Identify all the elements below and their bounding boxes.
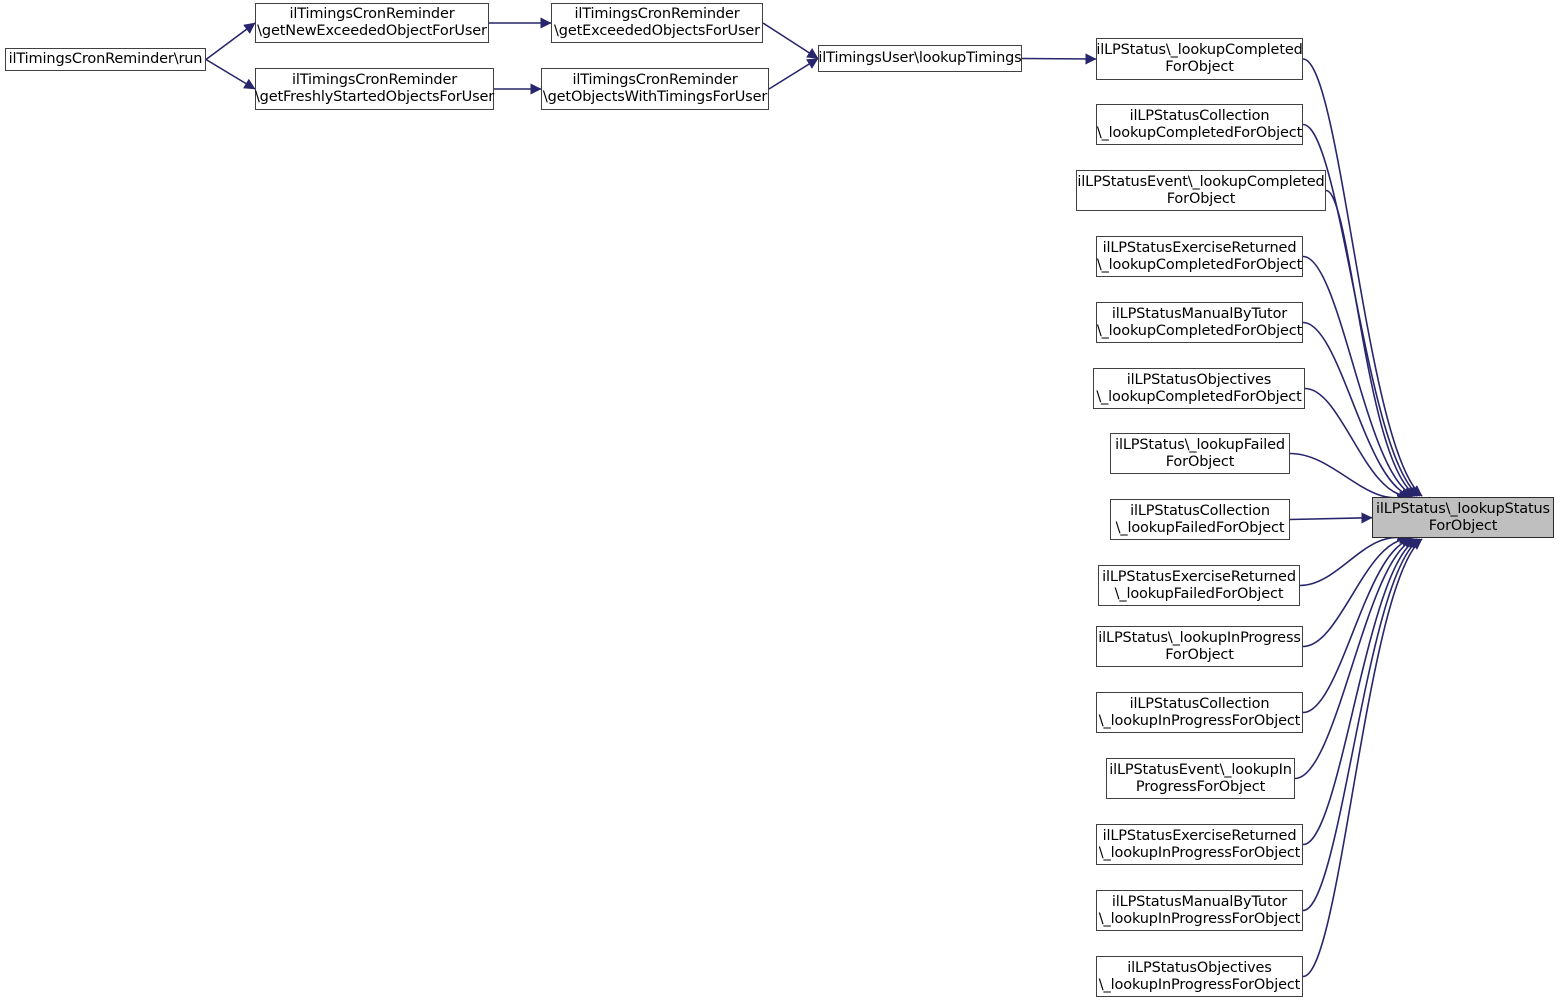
graph-node[interactable]: ilTimingsUser\lookupTimings (818, 45, 1022, 72)
graph-edge (1021, 53, 1097, 65)
graph-node[interactable]: ilLPStatusObjectives \_lookupInProgressF… (1096, 956, 1303, 997)
graph-node[interactable]: ilLPStatusCollection \_lookupCompletedFo… (1096, 104, 1303, 145)
graph-edge (1294, 536, 1416, 780)
graph-edge (1302, 255, 1416, 499)
graph-node[interactable]: ilLPStatusEvent\_lookupIn ProgressForObj… (1106, 758, 1295, 799)
graph-node[interactable]: ilLPStatusObjectives \_lookupCompletedFo… (1093, 368, 1305, 409)
graph-node[interactable]: ilLPStatus\_lookupInProgress ForObject (1096, 626, 1303, 667)
graph-node[interactable]: ilLPStatusExerciseReturned \_lookupFaile… (1098, 565, 1300, 606)
graph-node[interactable]: ilLPStatusCollection \_lookupInProgressF… (1096, 692, 1303, 733)
graph-edge (1302, 538, 1423, 978)
graph-edge (205, 22, 256, 61)
graph-edge (1302, 321, 1414, 501)
graph-node[interactable]: ilLPStatusManualByTutor \_lookupComplete… (1096, 302, 1303, 343)
graph-edge (1302, 534, 1414, 714)
graph-node[interactable]: ilLPStatusManualByTutor \_lookupInProgre… (1096, 890, 1303, 931)
graph-edge (1304, 387, 1412, 503)
graph-node[interactable]: ilTimingsCronReminder \getFreshlyStarted… (255, 68, 494, 110)
graph-node[interactable]: ilLPStatus\_lookupCompleted ForObject (1096, 38, 1303, 80)
graph-node[interactable]: ilLPStatus\_lookupFailed ForObject (1110, 433, 1290, 474)
graph-node[interactable]: ilTimingsCronReminder \getExceededObject… (551, 3, 763, 43)
graph-edge (1302, 58, 1423, 497)
graph-node[interactable]: ilTimingsCronReminder\run (5, 48, 206, 71)
graph-edge (1325, 189, 1418, 497)
graph-edge (205, 58, 256, 90)
graph-node[interactable]: ilLPStatusExerciseReturned \_lookupCompl… (1096, 236, 1303, 277)
graph-node[interactable]: ilTimingsCronReminder \getObjectsWithTim… (541, 68, 769, 110)
graph-node[interactable]: ilLPStatusEvent\_lookupCompleted ForObje… (1076, 170, 1326, 211)
graph-node[interactable]: ilTimingsCronReminder \getNewExceededObj… (255, 3, 489, 43)
graph-edge (1302, 538, 1421, 912)
graph-node-current[interactable]: ilLPStatus\_lookupStatus ForObject (1372, 497, 1554, 538)
graph-edge (1289, 512, 1373, 524)
graph-node[interactable]: ilLPStatusCollection \_lookupFailedForOb… (1110, 499, 1290, 540)
graph-edge (1302, 532, 1412, 648)
graph-edge (762, 22, 819, 60)
graph-edge (1289, 452, 1409, 505)
graph-edge (768, 57, 819, 90)
graph-edge (1302, 538, 1418, 846)
graph-node[interactable]: ilLPStatusExerciseReturned \_lookupInPro… (1096, 824, 1303, 865)
